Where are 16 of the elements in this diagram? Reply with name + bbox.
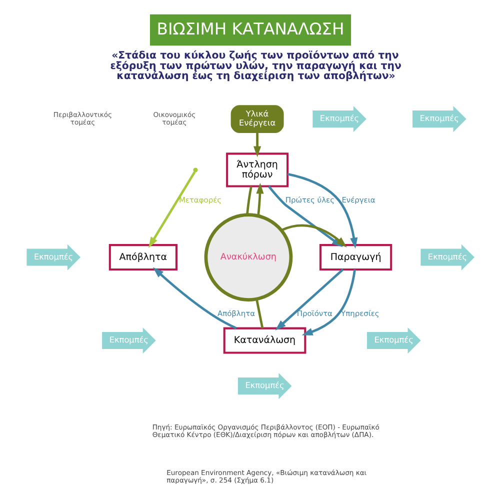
arrow [256,182,264,216]
connector [255,298,264,328]
node-circle: Ανακύκλωση [204,212,292,301]
node-box: Άντληση πόρων [226,152,288,187]
node-box: Υλικά Ενέργεια [230,104,284,132]
arrow [152,266,236,329]
connector [245,186,252,214]
node-box: Κατανάλωση [222,326,306,354]
diagram-title: ΒΙΩΣΙΜΗ ΚΑΤΑΝΑΛΩΣΗ [156,18,344,38]
arrow [252,132,261,157]
arrow [148,170,196,248]
node-box: Παραγωγή [318,244,392,270]
arrow [274,268,344,330]
node-box: Απόβλητα [108,244,177,270]
label: «Στάδια του κύκλου ζωής των προϊόντων από την εξόρυξη των πρώτων υλών, την παραγωγή και την κατανάλωση έως τη διαχείριση των αποβλήτων» [110,50,401,82]
arrow [301,268,356,335]
